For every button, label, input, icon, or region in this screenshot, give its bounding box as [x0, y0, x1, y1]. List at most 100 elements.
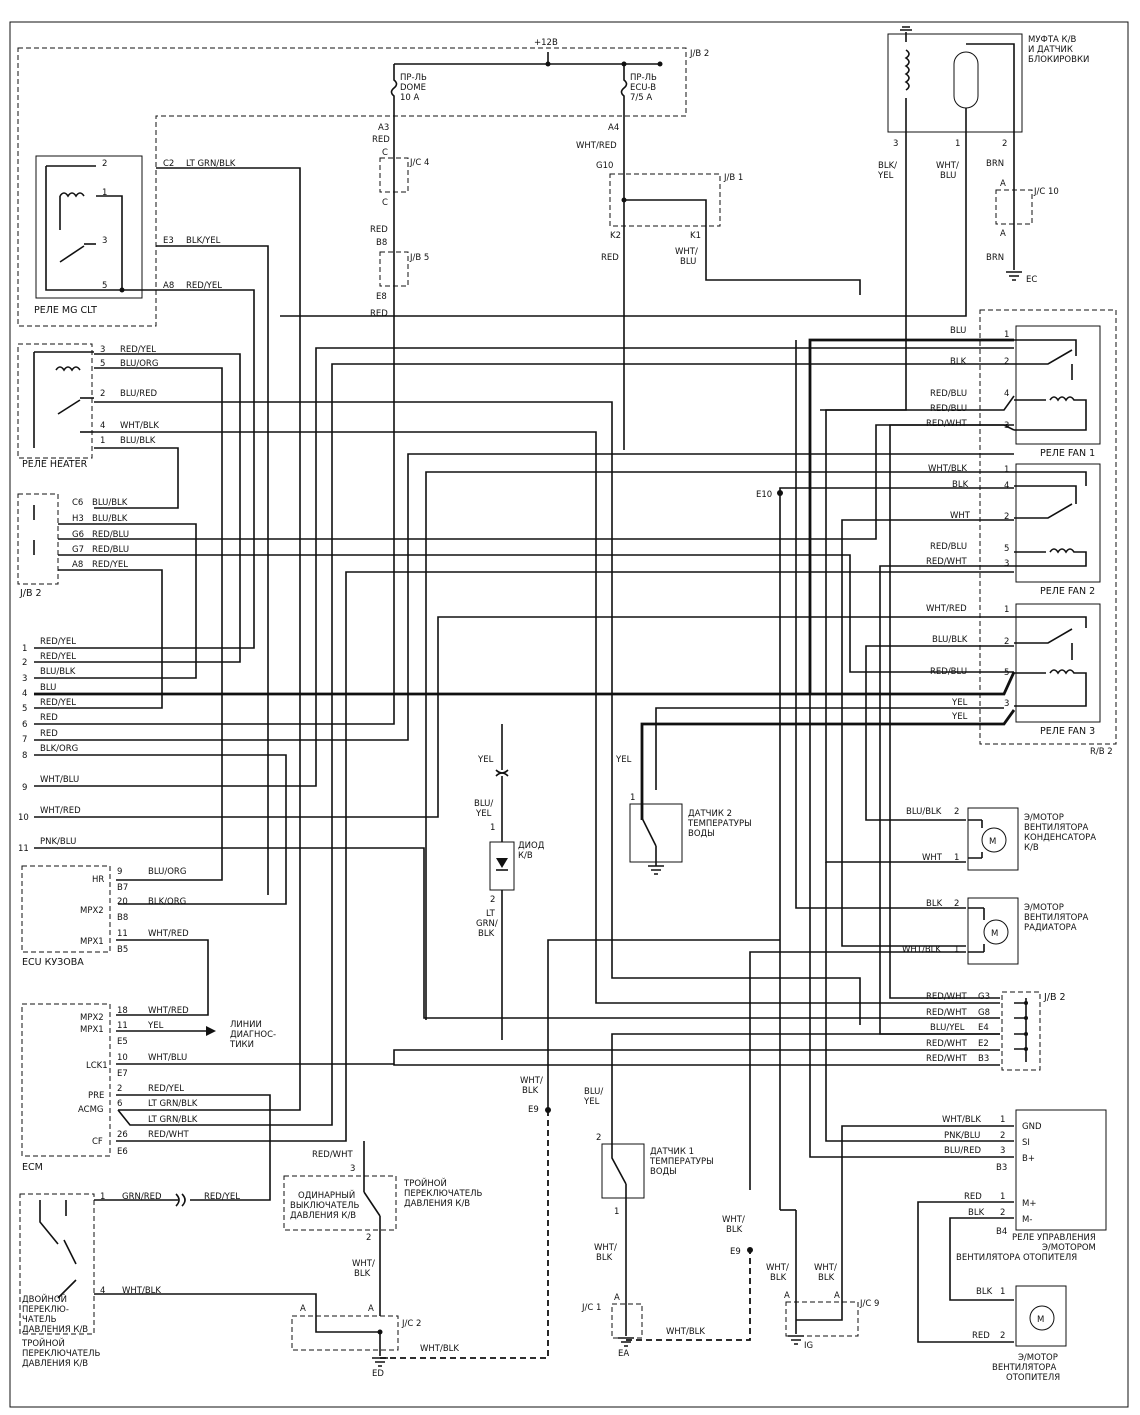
ecu-body-hr-pin: 9: [117, 867, 122, 877]
ecm-e7: E7: [117, 1069, 128, 1079]
splice-e9-b: E9: [730, 1247, 741, 1257]
rad-pin-2: 2: [954, 899, 959, 909]
fan1-wire-2: BLK: [950, 357, 967, 367]
pin-a3: A3: [378, 123, 389, 133]
jb2l-pin-g7: G7: [72, 545, 84, 555]
fuse-dome-l1: ПР-ЛЬ: [400, 73, 427, 83]
blower-pin-1: 1: [1000, 1115, 1005, 1125]
jb2l-wire-g7: RED/BLU: [92, 545, 129, 555]
clutch-w1b: BLU: [940, 171, 956, 181]
cond-pin-1: 1: [954, 853, 959, 863]
dsw-title-2: ПЕРЕКЛЮЧАТЕЛЬ: [22, 1349, 100, 1359]
diode-wire-grn: GRN/: [476, 919, 498, 929]
term-2-wire: RED/YEL: [40, 652, 76, 662]
relay-fan-1: РЕЛЕ FAN 1 1 BLU 2 BLK 4 RED/BLU RED/BLU…: [825, 325, 1101, 999]
clutch-pin-3: 3: [893, 139, 898, 149]
ecm-mpx2: MPX2: [80, 1013, 104, 1023]
ecu-body-mpx1-wire: WHT/RED: [148, 929, 189, 939]
ecm-e6: E6: [117, 1147, 128, 1157]
ecm-cf-wire: RED/WHT: [148, 1130, 189, 1140]
blower-title-1: РЕЛЕ УПРАВЛЕНИЯ: [1012, 1233, 1096, 1243]
ecu-body-mpx2-pin: 20: [117, 897, 128, 907]
jc9-wire-r-2: BLK: [818, 1273, 835, 1283]
term-10: 10: [18, 813, 29, 823]
relay-fan-3: РЕЛЕ FAN 3 1 WHT/RED 2 BLU/BLK 5 RED/BLU…: [640, 603, 1101, 821]
dsw-title-1: ТРОЙНОЙ: [21, 1337, 65, 1349]
blower-mminus: M-: [1022, 1215, 1032, 1225]
jb2r-wire-g8: RED/WHT: [926, 1008, 967, 1018]
bmotor-title-3: ОТОПИТЕЛЯ: [1006, 1373, 1060, 1383]
jb2-left-title: J/B 2: [19, 588, 42, 599]
rb2-label: R/B 2: [1090, 747, 1113, 757]
jc2-junction: A A J/C 2 ED WHT/BLK WHT/ BLK E9: [291, 939, 780, 1379]
mg-pin-1: 1: [102, 188, 107, 198]
mg-wire-a8: RED/YEL: [186, 281, 222, 291]
ecu-body-title: ECU КУЗОВА: [22, 957, 84, 968]
tsw-pin-3: 3: [350, 1164, 355, 1174]
temp2-pin: 1: [630, 793, 635, 803]
term-9-wire: WHT/BLU: [40, 775, 79, 785]
bmotor-title-2: ВЕНТИЛЯТОРА: [992, 1363, 1056, 1373]
motor-m-3: M: [1037, 1315, 1044, 1325]
jb2-top-label: J/B 2: [689, 49, 709, 59]
diode-wire-yel: YEL: [477, 755, 494, 765]
fan2-wire-1: WHT/BLK: [928, 464, 967, 474]
ecu-body-mpx1-pin: 11: [117, 929, 128, 939]
tsw-single-1: ОДИНАРНЫЙ: [298, 1189, 355, 1201]
mg-pin-e3: E3: [163, 236, 174, 246]
fan2-wire-4: BLK: [952, 480, 969, 490]
jb2r-pin-e4: E4: [978, 1023, 989, 1033]
ecu-body-hr: HR: [92, 875, 104, 885]
pin-jc4-c1: C: [382, 148, 388, 158]
relay-heater: РЕЛЕ HEATER 3 RED/YEL 5 BLU/ORG 2 BLU/RE…: [17, 343, 1000, 1025]
jb2l-pin-g6: G6: [72, 530, 84, 540]
jc2-e9-wire-2: BLK: [522, 1086, 539, 1096]
jb1-label: J/B 1: [723, 173, 743, 183]
ecu-body-mpx1: MPX1: [80, 937, 104, 947]
blower-b4: B4: [996, 1227, 1007, 1237]
jc9-a2: A: [834, 1291, 840, 1301]
jb2l-pin-h3: H3: [72, 514, 84, 524]
supply-label: +12B: [534, 38, 558, 48]
pin-a4: A4: [608, 123, 619, 133]
clutch-title-2: И ДАТЧИК: [1028, 45, 1073, 55]
term-5-wire: RED/YEL: [40, 698, 76, 708]
radiator-fan-motor: M BLK 2 WHT/BLK 1 Э/МОТОР ВЕНТИЛЯТОРА РА…: [749, 340, 1088, 1190]
jc1-title: J/C 1: [581, 1303, 601, 1313]
blower-title-3: ВЕНТИЛЯТОРА ОТОПИТЕЛЯ: [956, 1253, 1077, 1263]
term-6-wire: RED: [40, 713, 58, 723]
ecm-mpx2-pin: 18: [117, 1006, 128, 1016]
bmotor-pin-1: 1: [1000, 1287, 1005, 1297]
clutch-w3a: BLK/: [878, 161, 897, 171]
wire-a4: WHT/RED: [576, 141, 617, 151]
jb2r-wire-b3: RED/WHT: [926, 1054, 967, 1064]
temp1-pin-2: 2: [596, 1133, 601, 1143]
tsw-wire-bot-2: BLK: [354, 1269, 371, 1279]
splice-e10: E10: [756, 490, 772, 500]
clutch-w-ec: BRN: [986, 253, 1004, 263]
jb2l-wire-g6: RED/BLU: [92, 530, 129, 540]
term-1-wire: RED/YEL: [40, 637, 76, 647]
fan1-pin-2: 2: [1004, 357, 1009, 367]
motor-m-2: M: [991, 929, 998, 939]
jc1-a: A: [614, 1293, 620, 1303]
jc9-wire-r-1: WHT/: [814, 1263, 837, 1273]
heater-pin-1: 1: [100, 436, 105, 446]
heater-pin-2: 2: [100, 389, 105, 399]
tsw-wire-top: RED/WHT: [312, 1150, 353, 1160]
diode-pin-1: 1: [490, 823, 495, 833]
fan3-pin-1: 1: [1004, 605, 1009, 615]
fan1-wire-4b: RED/BLU: [930, 404, 967, 414]
jb2r-pin-g3: G3: [978, 992, 990, 1002]
fuse-ecub-l1: ПР-ЛЬ: [630, 73, 657, 83]
fan3-wire-3b: YEL: [951, 712, 968, 722]
cond-title-1: Э/МОТОР: [1024, 813, 1064, 823]
fan3-wire-2: BLU/BLK: [932, 635, 968, 645]
fan3-title: РЕЛЕ FAN 3: [1040, 726, 1095, 737]
temp2-title-1: ДАТЧИК 2: [688, 809, 732, 819]
fan2-pin-2: 2: [1004, 512, 1009, 522]
blower-wire-2: PNK/BLU: [944, 1131, 980, 1141]
mg-wire-e3: BLK/YEL: [186, 236, 221, 246]
ecu-body-b5: B5: [117, 945, 128, 955]
